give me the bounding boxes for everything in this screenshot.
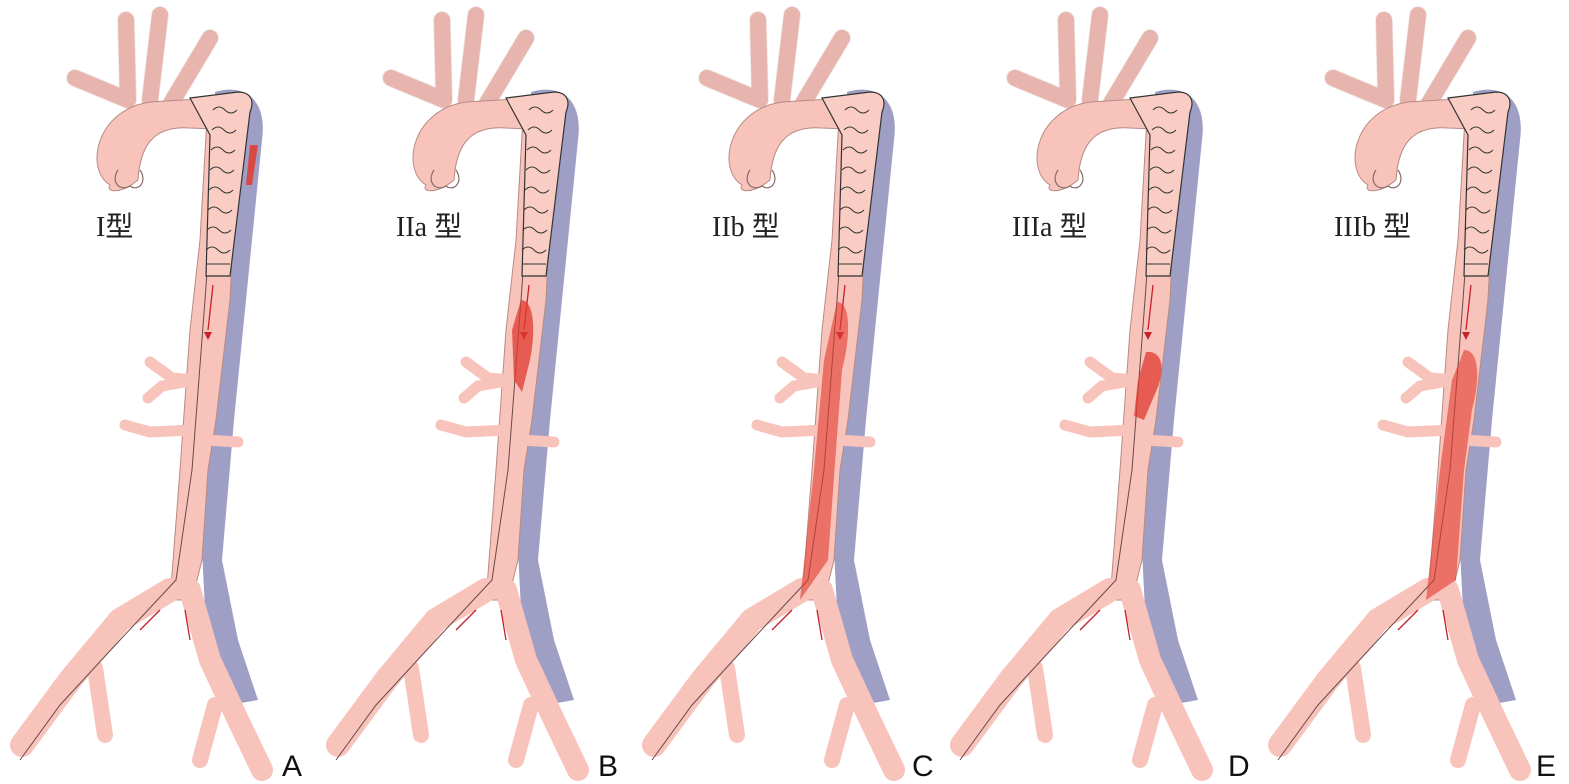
- panel-letter: C: [912, 750, 934, 783]
- type-label: IIa 型: [396, 211, 462, 243]
- type-label: IIIb 型: [1334, 211, 1411, 243]
- type-iiia-leak-mark: [1134, 351, 1162, 420]
- panel-letter: D: [1228, 750, 1250, 783]
- panel-b: IIa 型 B: [336, 15, 618, 783]
- aorta-drawing: [336, 15, 579, 770]
- type-iiib-leak-mark: [1426, 350, 1478, 600]
- type-iia-leak-mark: [512, 300, 534, 392]
- type-label: IIIa 型: [1012, 211, 1087, 243]
- aorta-drawing: [20, 15, 263, 770]
- type-label: I型: [96, 211, 133, 243]
- panel-e: IIIb 型 E: [1278, 15, 1556, 783]
- panel-c: IIb 型 C: [652, 15, 934, 783]
- panel-a: I型 A: [20, 15, 302, 783]
- panel-letter: B: [598, 750, 618, 783]
- aorta-drawing: [960, 15, 1203, 770]
- type-iib-leak-mark: [800, 302, 849, 600]
- panel-letter: E: [1536, 750, 1556, 783]
- panel-letter: A: [282, 750, 302, 783]
- aorta-drawing: [1278, 15, 1521, 770]
- type-i-leak-mark: [246, 145, 258, 185]
- aorta-drawing: [652, 15, 895, 770]
- type-label: IIb 型: [712, 211, 780, 243]
- panel-d: IIIa 型 D: [960, 15, 1250, 783]
